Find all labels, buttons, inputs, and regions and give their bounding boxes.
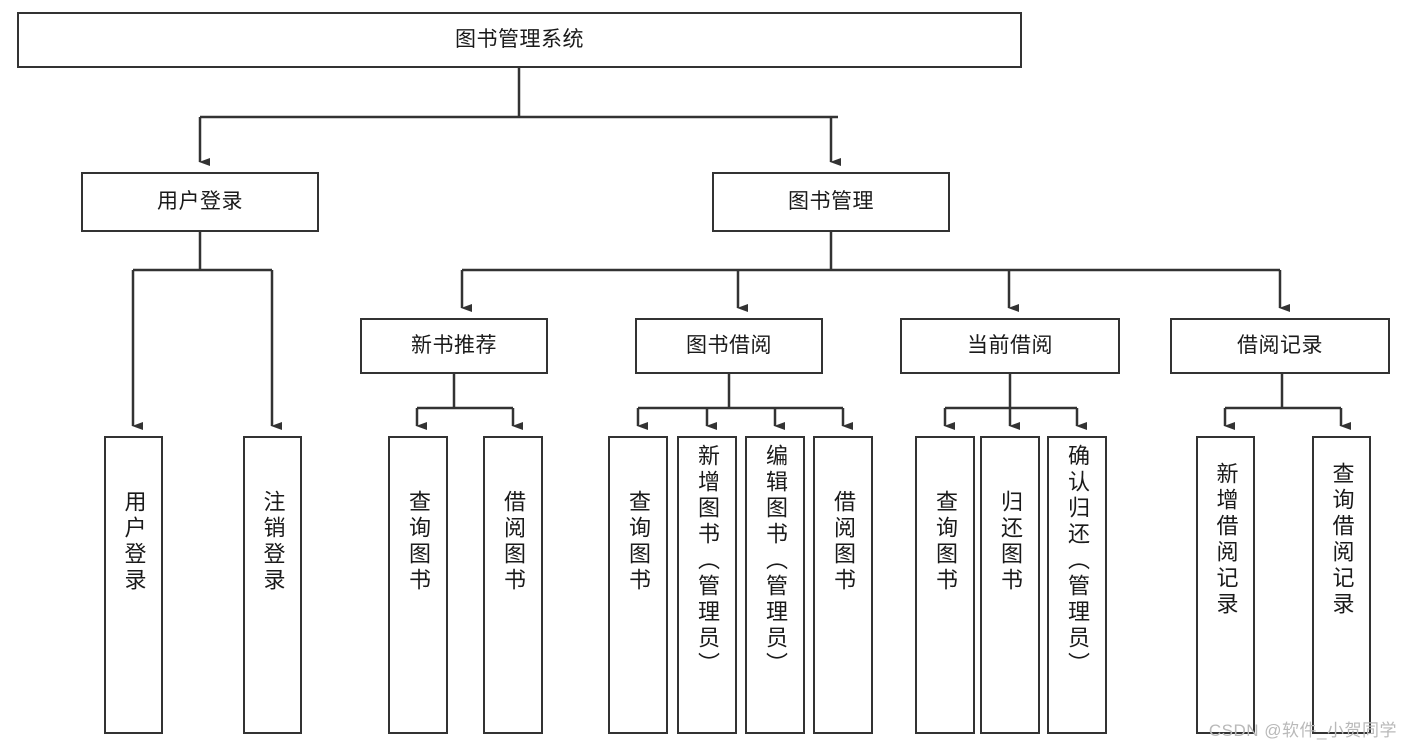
node-leaf-user-login-label: 用户登录 [121,490,147,594]
node-leaf-query-book-2[interactable]: 查询图书 [608,436,668,734]
node-leaf-query-book-3-label: 查询图书 [933,490,958,594]
node-root-label: 图书管理系统 [455,27,584,51]
node-leaf-confirm-return-label: 确认归还（管理员） [1065,444,1090,678]
node-leaf-query-record[interactable]: 查询借阅记录 [1312,436,1371,734]
node-leaf-borrow-book-2[interactable]: 借阅图书 [813,436,873,734]
node-leaf-add-record[interactable]: 新增借阅记录 [1196,436,1255,734]
node-book-borrow[interactable]: 图书借阅 [635,318,823,374]
node-leaf-logout[interactable]: 注销登录 [243,436,302,734]
node-user-login-label: 用户登录 [157,189,243,213]
node-book-borrow-label: 图书借阅 [686,333,772,357]
node-borrow-records[interactable]: 借阅记录 [1170,318,1390,374]
node-leaf-query-book-1-label: 查询图书 [406,490,431,594]
connector-group [131,68,1351,430]
node-book-management[interactable]: 图书管理 [712,172,950,232]
node-leaf-logout-label: 注销登录 [260,490,286,594]
node-leaf-return-book[interactable]: 归还图书 [980,436,1040,734]
node-book-management-label: 图书管理 [788,189,874,213]
node-user-login[interactable]: 用户登录 [81,172,319,232]
node-leaf-query-book-3[interactable]: 查询图书 [915,436,975,734]
node-leaf-user-login[interactable]: 用户登录 [104,436,163,734]
node-leaf-query-book-1[interactable]: 查询图书 [388,436,448,734]
node-leaf-add-book-admin-label: 新增图书（管理员） [695,444,720,678]
node-leaf-confirm-return[interactable]: 确认归还（管理员） [1047,436,1107,734]
node-leaf-edit-book-admin-label: 编辑图书（管理员） [763,444,788,678]
node-leaf-add-book-admin[interactable]: 新增图书（管理员） [677,436,737,734]
node-new-book-recommend[interactable]: 新书推荐 [360,318,548,374]
node-new-book-recommend-label: 新书推荐 [411,333,497,357]
node-current-borrow-label: 当前借阅 [967,333,1053,357]
node-borrow-records-label: 借阅记录 [1237,333,1323,357]
node-root[interactable]: 图书管理系统 [17,12,1022,68]
node-leaf-borrow-book-1[interactable]: 借阅图书 [483,436,543,734]
node-leaf-edit-book-admin[interactable]: 编辑图书（管理员） [745,436,805,734]
node-current-borrow[interactable]: 当前借阅 [900,318,1120,374]
node-leaf-borrow-book-2-label: 借阅图书 [831,490,856,594]
node-leaf-return-book-label: 归还图书 [998,490,1023,594]
node-leaf-add-record-label: 新增借阅记录 [1213,462,1239,618]
node-leaf-borrow-book-1-label: 借阅图书 [501,490,526,594]
node-leaf-query-book-2-label: 查询图书 [626,490,651,594]
node-leaf-query-record-label: 查询借阅记录 [1329,462,1355,618]
